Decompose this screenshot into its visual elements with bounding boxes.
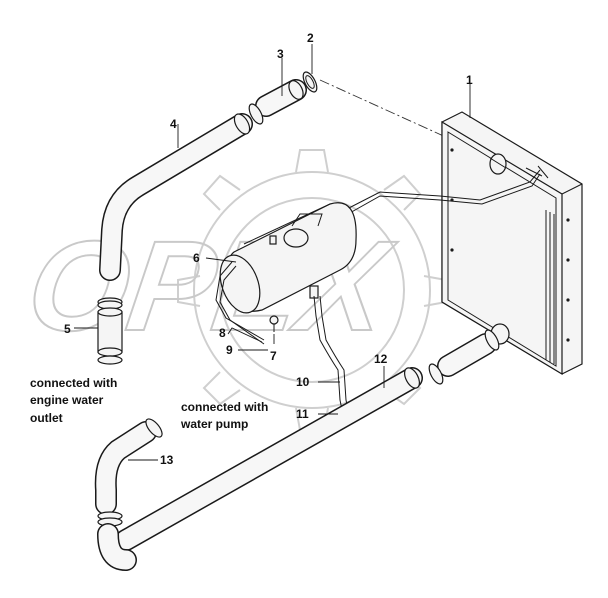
hose-5 [97, 297, 123, 365]
lower-pipe-12 [115, 367, 423, 551]
label-part-2: 2 [307, 31, 314, 45]
label-part-10: 10 [296, 375, 310, 389]
label-part-9: 9 [226, 343, 233, 357]
watermark: OPEX [19, 149, 447, 431]
svg-text:connected with: connected with [30, 376, 117, 390]
clamp-top-left [248, 103, 264, 125]
label-part-5: 5 [64, 322, 71, 336]
bolt-7 [269, 315, 279, 332]
label-part-4: 4 [170, 117, 177, 131]
expansion-tank [215, 202, 357, 345]
label-part-8: 8 [219, 326, 226, 340]
leader-lines [74, 44, 471, 461]
label-part-13: 13 [160, 453, 174, 467]
radiator [441, 111, 583, 376]
upper-hose-short [255, 79, 307, 117]
tank-drain-line [313, 295, 343, 411]
label-part-7: 7 [270, 349, 277, 363]
hose-bent-4 [99, 113, 253, 281]
caption-engine-outlet: connected with engine water outlet [30, 376, 117, 425]
vent-line [344, 169, 541, 211]
svg-text:outlet: outlet [30, 411, 63, 425]
clamp-top [302, 71, 318, 93]
alignment-line [319, 79, 471, 149]
label-part-12: 12 [374, 352, 388, 366]
lower-hose-right [428, 329, 500, 385]
label-part-6: 6 [193, 251, 200, 265]
svg-text:connected with: connected with [181, 400, 268, 414]
label-part-11: 11 [296, 407, 309, 421]
elbow-hose-13 [94, 418, 163, 571]
caption-water-pump: connected with water pump [180, 400, 268, 431]
label-part-3: 3 [277, 47, 284, 61]
label-part-1: 1 [466, 73, 473, 87]
svg-text:water pump: water pump [180, 417, 248, 431]
svg-text:engine water: engine water [30, 393, 104, 407]
